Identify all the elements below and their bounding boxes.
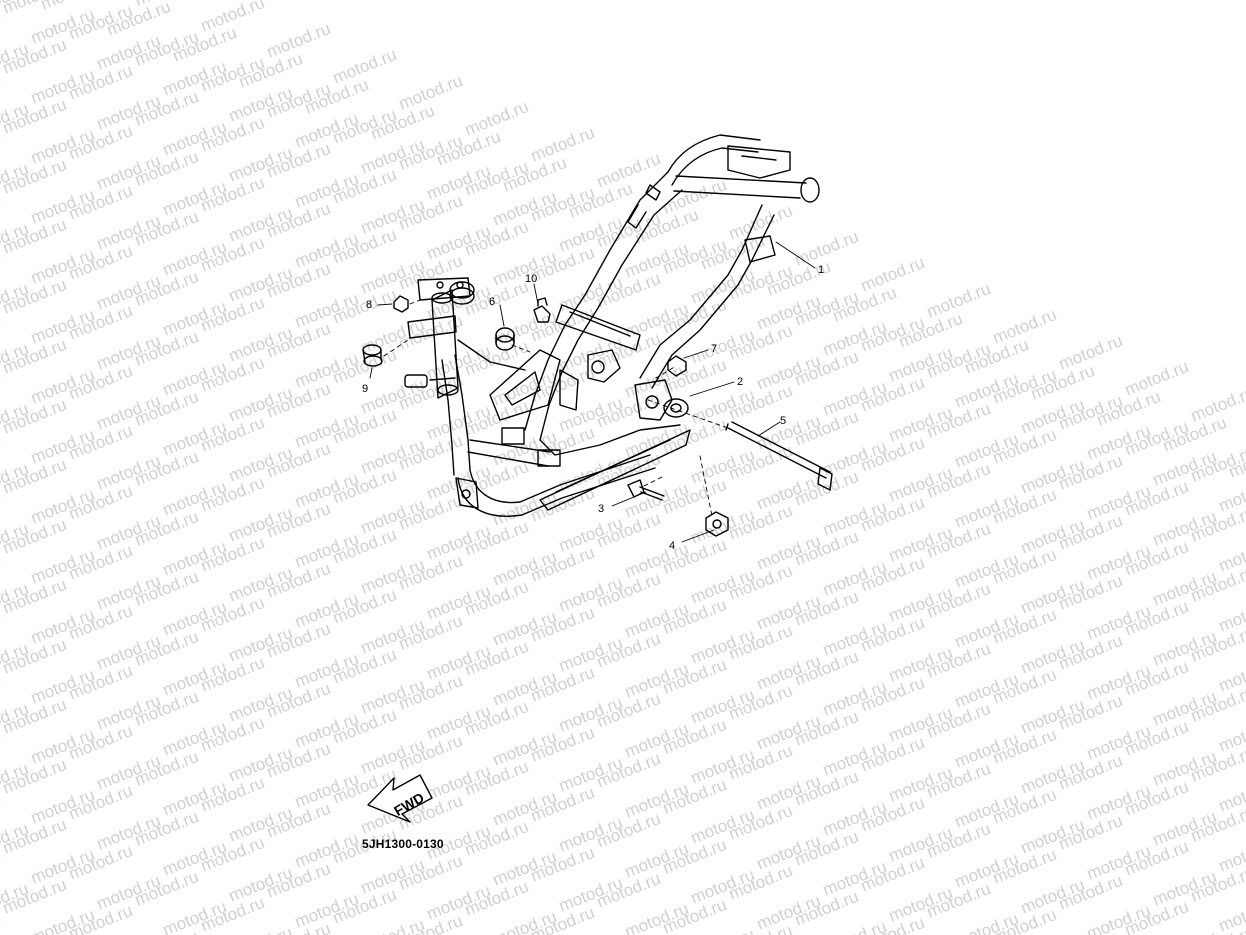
assembly-dashed-lines: [383, 299, 729, 517]
callout-1: 1: [818, 264, 824, 276]
callout-2: 2: [737, 376, 743, 388]
callout-6: 6: [489, 296, 495, 308]
part-5-long-bolt: [725, 421, 833, 491]
part-7-nut: [667, 355, 687, 377]
main-frame: [404, 134, 820, 517]
part-8-nut: [393, 295, 409, 313]
callout-5: 5: [780, 415, 786, 427]
fwd-arrow-icon: FWD: [367, 774, 433, 823]
callout-8: 8: [366, 299, 372, 311]
callout-10: 10: [525, 273, 537, 285]
callout-4: 4: [669, 540, 675, 552]
callout-labels: 1 2 3 4 5 6 7 8 9 10: [362, 264, 824, 552]
part-9-bushing: [362, 344, 383, 367]
part-3-bolt: [627, 479, 665, 501]
drawing-number: 5JH1300-0130: [362, 837, 444, 851]
part-10-clip: [533, 297, 551, 323]
part-6-bushing: [495, 327, 515, 351]
callout-9: 9: [362, 383, 368, 395]
leader-lines: [369, 241, 816, 543]
part-4-nut: [705, 511, 729, 537]
callout-7: 7: [711, 343, 717, 355]
callout-3: 3: [598, 503, 604, 515]
